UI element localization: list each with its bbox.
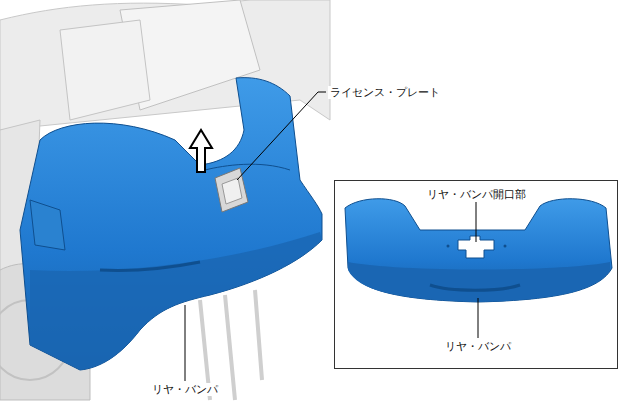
part-label: リヤ・バンパ — [443, 340, 513, 353]
part-label: リヤ・バンパ — [150, 383, 220, 396]
part-label: リヤ・バンパ開口部 — [425, 188, 528, 201]
part-label: ライセンス・プレート — [328, 86, 442, 99]
